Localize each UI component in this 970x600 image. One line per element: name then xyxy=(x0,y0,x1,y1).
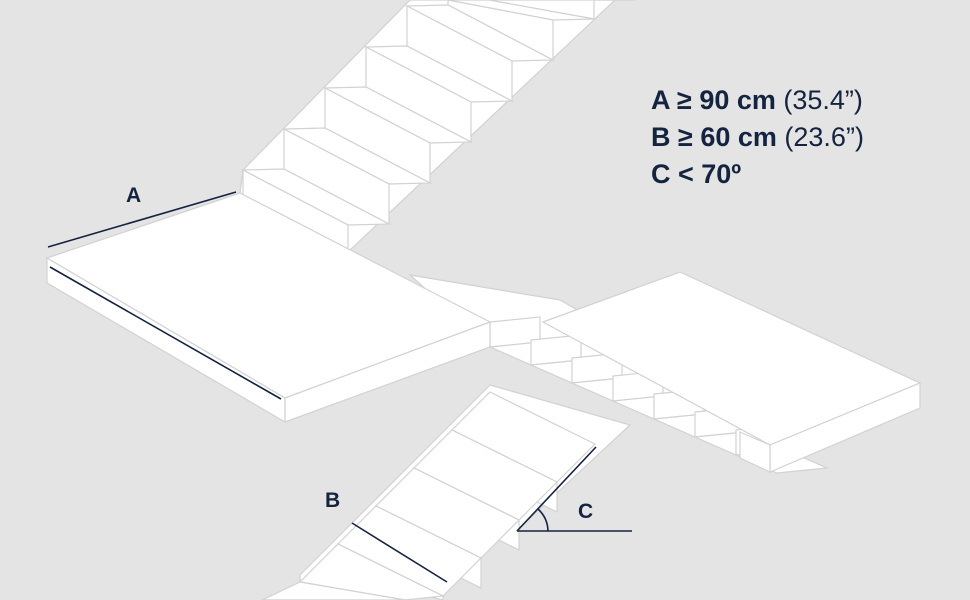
requirement-c: C < 70º xyxy=(651,156,864,193)
requirements-list: A ≥ 90 cm (35.4”) B ≥ 60 cm (23.6”) C < … xyxy=(651,82,864,193)
label-b: B xyxy=(325,489,341,512)
requirement-a-inches: (35.4”) xyxy=(783,85,863,115)
lower-step-tread xyxy=(298,543,446,600)
requirement-b-inches: (23.6”) xyxy=(784,122,864,152)
angle-c-slope-line xyxy=(516,446,597,532)
landing-b-front xyxy=(739,431,771,473)
requirement-a: A ≥ 90 cm (35.4”) xyxy=(651,82,864,119)
label-a: A xyxy=(126,184,142,207)
requirement-c-value: C < 70º xyxy=(651,159,742,189)
label-c: C xyxy=(578,500,594,523)
requirement-a-value: A ≥ 90 cm xyxy=(651,85,776,115)
requirement-b-value: B ≥ 60 cm xyxy=(651,122,777,152)
dimension-a-arrow xyxy=(47,191,237,248)
requirement-b: B ≥ 60 cm (23.6”) xyxy=(651,119,864,156)
angle-c-arc xyxy=(537,508,549,532)
lower-step-tread xyxy=(261,581,406,600)
landing-a-side xyxy=(284,321,491,423)
dimension-a-edge-arrow xyxy=(49,266,282,400)
dimension-b-arrow xyxy=(351,522,448,583)
